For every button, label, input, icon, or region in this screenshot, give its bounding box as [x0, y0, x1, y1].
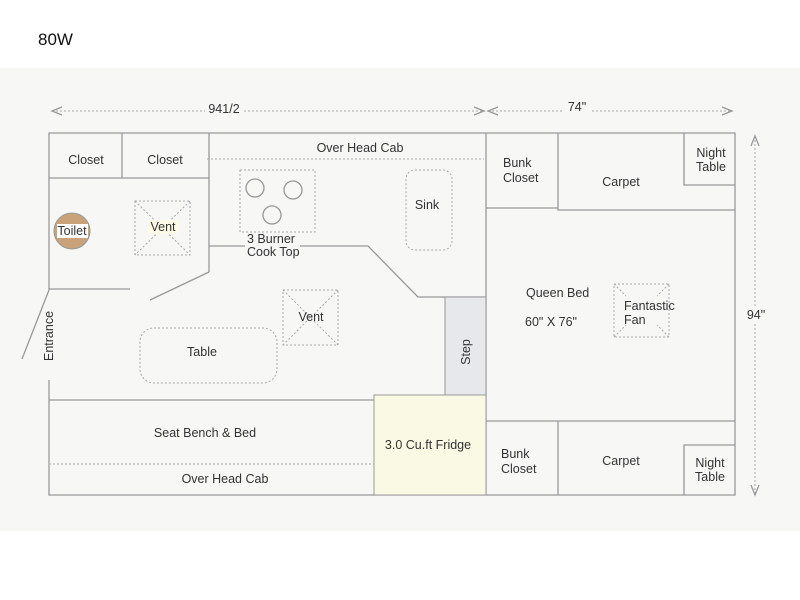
entrance-label: Entrance: [42, 311, 56, 361]
bunk-closet-top-label-1: Bunk: [503, 156, 532, 170]
cooktop-label-line1: 3 Burner: [247, 232, 295, 246]
vent-2-icon: Vent: [282, 289, 339, 346]
fantastic-fan-icon: Fantastic Fan: [613, 283, 675, 338]
entrance-door: [21, 289, 50, 360]
cooktop-icon: [239, 169, 316, 233]
bathroom-walls: [49, 271, 210, 301]
fan-label-1: Fantastic: [624, 299, 675, 313]
bedroom-bottom-walls: [486, 420, 735, 495]
over-head-cab-top-label: Over Head Cab: [317, 141, 404, 155]
vent-1-icon: Vent: [134, 200, 191, 256]
step-label: Step: [459, 339, 473, 365]
night-table-top-label-2: Table: [696, 160, 726, 174]
dimension-front: 941/2: [50, 102, 486, 116]
seat-bench-label: Seat Bench & Bed: [154, 426, 256, 440]
closet-walls: [49, 133, 210, 272]
step: Step: [444, 296, 487, 396]
dimension-rear: 74": [486, 100, 734, 116]
sink-icon: Sink: [405, 169, 453, 251]
dimension-rear-label: 74": [568, 100, 586, 114]
toilet-icon: Toilet: [53, 212, 91, 250]
cooktop-label-line2: Cook Top: [247, 245, 300, 259]
carpet-top-label: Carpet: [602, 175, 640, 189]
night-table-bottom-label-2: Table: [695, 470, 725, 484]
closet-2-label: Closet: [147, 153, 183, 167]
dimension-height: 94": [743, 134, 769, 497]
table-icon: Table: [139, 327, 278, 384]
closet-1-label: Closet: [68, 153, 104, 167]
night-table-bottom-label-1: Night: [695, 456, 725, 470]
vent-2-label: Vent: [298, 310, 324, 324]
night-table-top-label-1: Night: [696, 146, 726, 160]
vent-1-label: Vent: [150, 220, 176, 234]
bunk-closet-bottom-label-1: Bunk: [501, 447, 530, 461]
fridge: 3.0 Cu.ft Fridge: [373, 394, 487, 496]
over-head-cab-bottom-label: Over Head Cab: [182, 472, 269, 486]
fan-label-2: Fan: [624, 313, 646, 327]
dimension-height-label: 94": [747, 308, 765, 322]
outer-wall: [48, 132, 736, 496]
fridge-label: 3.0 Cu.ft Fridge: [385, 438, 471, 452]
queen-bed-label: Queen Bed: [526, 286, 589, 300]
bunk-closet-top-label-2: Closet: [503, 171, 539, 185]
floorplan-title: 80W: [38, 30, 73, 49]
carpet-bottom-label: Carpet: [602, 454, 640, 468]
table-label: Table: [187, 345, 217, 359]
bedroom-top-walls: [486, 133, 735, 211]
queen-bed-size-label: 60" X 76": [525, 315, 577, 329]
sink-label: Sink: [415, 198, 440, 212]
toilet-label: Toilet: [57, 224, 87, 238]
dimension-front-label: 941/2: [208, 102, 239, 116]
bunk-closet-bottom-label-2: Closet: [501, 462, 537, 476]
